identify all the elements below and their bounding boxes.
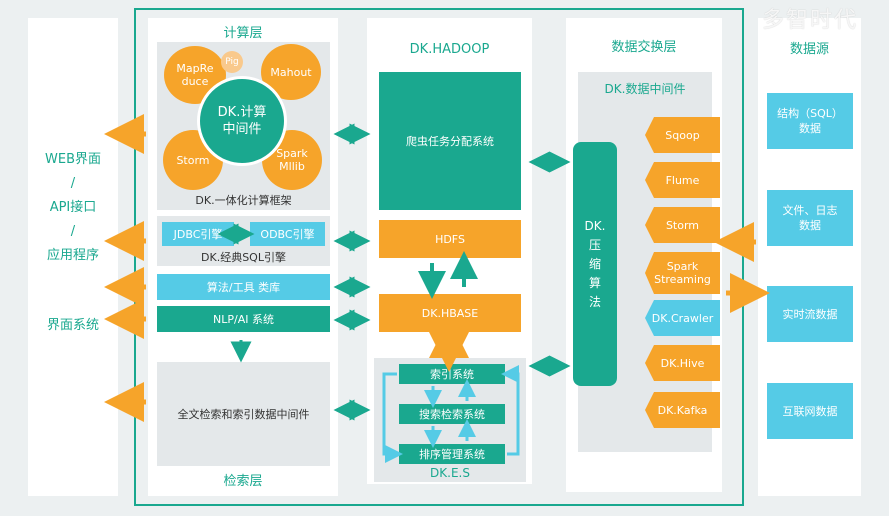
- api-label: API接口: [49, 200, 97, 215]
- left-labels: WEB界面 / API接口 / 应用程序: [28, 148, 118, 268]
- search-title: 检索层: [223, 473, 263, 489]
- search-middleware-box: 全文检索和索引数据中间件: [157, 362, 330, 466]
- source-files-logs: 文件、日志 数据: [767, 190, 853, 246]
- exchange-title: 数据交换层: [611, 39, 677, 55]
- hdfs-hbase-arrows: [418, 251, 478, 299]
- sql-engine-label: DK.经典SQL引擎: [201, 251, 286, 264]
- tool-dk-kafka: DK.Kafka: [645, 392, 720, 428]
- app-label: 应用程序: [46, 248, 99, 263]
- compression-algorithm: DK. 压 缩 算 法: [573, 142, 617, 386]
- pig-bubble: Pig: [221, 51, 243, 73]
- source-structured: 结构（SQL） 数据: [767, 93, 853, 149]
- es-flow-arrows: [382, 365, 520, 463]
- hadoop-title: DK.HADOOP: [409, 41, 490, 57]
- output-arrows: [104, 114, 770, 422]
- nlp-ai-system: NLP/AI 系统: [157, 306, 330, 332]
- tool-flume: Flume: [645, 162, 720, 198]
- compute-title: 计算层: [223, 25, 263, 41]
- tool-spark-streaming: Spark Streaming: [645, 252, 720, 294]
- mapreduce-bubble: MapRe duce: [164, 46, 226, 104]
- slash-1: /: [70, 176, 76, 191]
- query-system: 搜索检索系统: [399, 404, 505, 424]
- crawler-dispatch-system: 爬虫任务分配系统: [379, 72, 521, 210]
- tool-storm: Storm: [645, 207, 720, 243]
- tool-sqoop: Sqoop: [645, 117, 720, 153]
- sources-title: 数据源: [789, 41, 829, 57]
- slash-2: /: [70, 224, 76, 239]
- left-panel: [28, 18, 118, 496]
- web-label: WEB界面: [45, 152, 101, 167]
- odbc-engine: ODBC引擎: [250, 222, 325, 246]
- tool-dk-crawler: DK.Crawler: [645, 300, 720, 336]
- watermark: 多智时代: [762, 8, 859, 33]
- algo-library: 算法/工具 类库: [157, 274, 330, 300]
- tool-dk-hive: DK.Hive: [645, 345, 720, 381]
- es-label: DK.E.S: [430, 466, 470, 480]
- compute-middleware-circle: DK.计算 中间件: [197, 76, 287, 166]
- source-internet: 互联网数据: [767, 383, 853, 439]
- sort-system: 排序管理系统: [399, 444, 505, 464]
- data-middleware-title: DK.数据中间件: [604, 81, 686, 96]
- framework-label: DK.一体化计算框架: [195, 194, 292, 207]
- source-realtime: 实时流数据: [767, 286, 853, 342]
- link-arrows: [217, 123, 571, 421]
- ui-system-label: 界面系统: [46, 317, 99, 333]
